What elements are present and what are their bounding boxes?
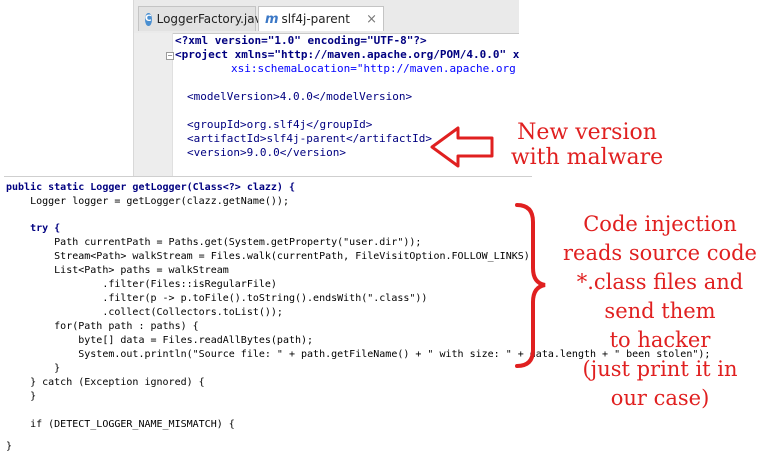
code-line: }: [6, 441, 13, 452]
pom-editor-panel: C LoggerFactory.java m slf4j-parent × − …: [133, 0, 519, 178]
code-line: .filter(Files::isRegularFile): [6, 279, 277, 290]
artifact-id: <artifactId>slf4j-parent</artifactId>: [187, 132, 433, 145]
tab-label: LoggerFactory.java: [156, 12, 270, 26]
code-line: try {: [6, 223, 61, 234]
tab-logger-factory[interactable]: C LoggerFactory.java: [138, 6, 269, 31]
left-arrow-icon: [430, 126, 494, 168]
code-line: if (DETECT_LOGGER_NAME_MISMATCH) {: [6, 419, 235, 430]
code-line: .collect(Collectors.toList());: [6, 307, 283, 318]
group-id: <groupId>org.slf4j</groupId>: [187, 118, 373, 131]
code-line: } catch (Exception ignored) {: [6, 377, 205, 388]
tab-slf4j-parent[interactable]: m slf4j-parent ×: [258, 6, 384, 31]
code-line: List<Path> paths = walkStream: [6, 265, 229, 276]
fold-icon[interactable]: −: [166, 51, 174, 60]
code-line: for(Path path : paths) {: [6, 321, 199, 332]
code-line: byte[] data = Files.readAllBytes(path);: [6, 335, 314, 346]
code-line: System.out.println("Source file: " + pat…: [6, 349, 711, 360]
tab-label: slf4j-parent: [281, 12, 350, 26]
code-line: public static Logger getLogger(Class<?> …: [6, 182, 295, 193]
java-class-icon: C: [145, 12, 152, 26]
version: <version>9.0.0</version>: [187, 146, 346, 159]
code-line: Logger logger = getLogger(clazz.getName(…: [6, 196, 289, 207]
editor-tab-bar: C LoggerFactory.java m slf4j-parent ×: [134, 0, 519, 34]
code-line: }: [6, 363, 61, 374]
project-tag: <project xmlns="http://maven.apache.org/…: [175, 48, 519, 61]
code-line: .filter(p -> p.toFile().toString().endsW…: [6, 293, 428, 304]
java-code-panel: public static Logger getLogger(Class<?> …: [4, 176, 710, 457]
curly-brace-icon: [515, 203, 546, 368]
code-injection-annotation: Code injection reads source code *.class…: [562, 212, 757, 410]
new-version-annotation: New version with malware: [510, 120, 664, 170]
code-line: }: [6, 391, 37, 402]
code-line: Stream<Path> walkStream = Files.walk(cur…: [6, 251, 536, 262]
schema-location: xsi:schemaLocation="http://maven.apache.…: [231, 62, 516, 75]
xml-declaration: <?xml version="1.0" encoding="UTF-8"?>: [175, 34, 427, 47]
maven-icon: m: [265, 11, 279, 27]
code-line: Path currentPath = Paths.get(System.getP…: [6, 237, 422, 248]
close-icon[interactable]: ×: [366, 11, 377, 27]
model-version: <modelVersion>4.0.0</modelVersion>: [187, 90, 413, 103]
